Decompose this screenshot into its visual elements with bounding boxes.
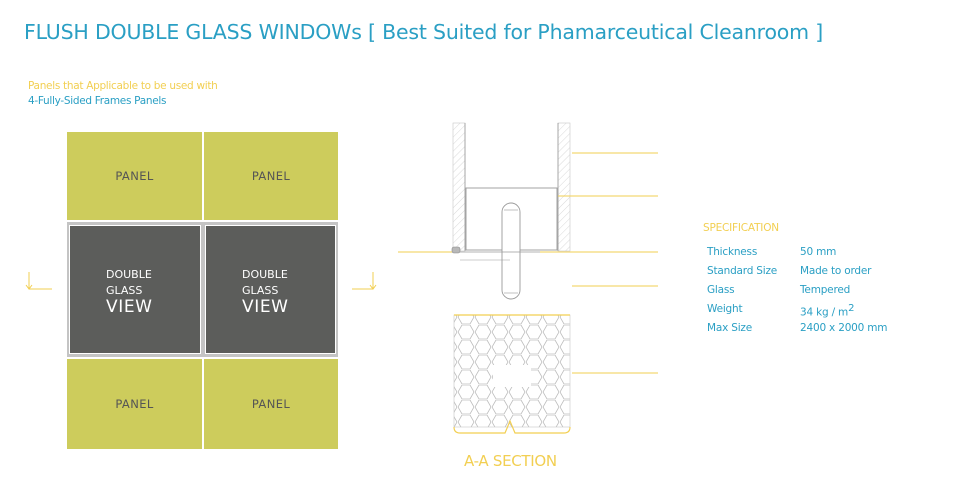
spec-value-standard-size: Made to order [800,265,872,277]
upper-wall-right [557,122,571,252]
glass-right-line3: VIEW [242,297,289,317]
panel-bottom-left: PANEL [67,359,202,449]
spec-value-max-size: 2400 x 2000 mm [800,322,888,334]
section-label: A-A SECTION [464,452,557,470]
spec-value-glass: Tempered [800,284,851,296]
glass-left-line1: DOUBLE [106,268,152,281]
spec-weight-sup: 2 [848,303,855,314]
spec-value-thickness: 50 mm [800,246,837,258]
spec-label-standard-size: Standard Size [707,265,778,277]
elevation-view: PANEL PANEL DOUBLE GLASS VIEW DOUBLE GLA… [66,131,339,450]
spec-label-thickness: Thickness [707,246,758,258]
subtitle-frames: 4-Fully-Sided Frames Panels [28,95,167,107]
section-drawing [398,122,658,434]
glass-right-line1: DOUBLE [242,268,288,281]
specification-heading: SPECIFICATION [703,222,779,234]
section-marker-left-icon [25,272,52,290]
glass-right-line2: GLASS [242,284,279,297]
glass-left-line2: GLASS [106,284,143,297]
glass-left: DOUBLE GLASS VIEW [69,225,201,354]
subtitle-applicable: Panels that Applicable to be used with [28,80,218,92]
panel-top-left: PANEL [67,132,202,220]
spec-label-glass: Glass [707,284,735,296]
section-marker-right-icon [352,272,377,290]
spec-value-weight: 34 kg / m2 [800,303,854,319]
glass-right: DOUBLE GLASS VIEW [205,225,336,354]
panel-top-right: PANEL [204,132,338,220]
panel-bottom-right: PANEL [204,359,338,449]
spec-label-weight: Weight [707,303,743,315]
glass-left-line3: VIEW [106,297,153,317]
seal [451,246,461,254]
spec-weight-text: 34 kg / m [800,306,849,319]
upper-wall-left [452,122,466,252]
glass-spacer [501,202,521,300]
page-title: FLUSH DOUBLE GLASS WINDOWs [ Best Suited… [24,20,824,44]
spec-label-max-size: Max Size [707,322,752,334]
